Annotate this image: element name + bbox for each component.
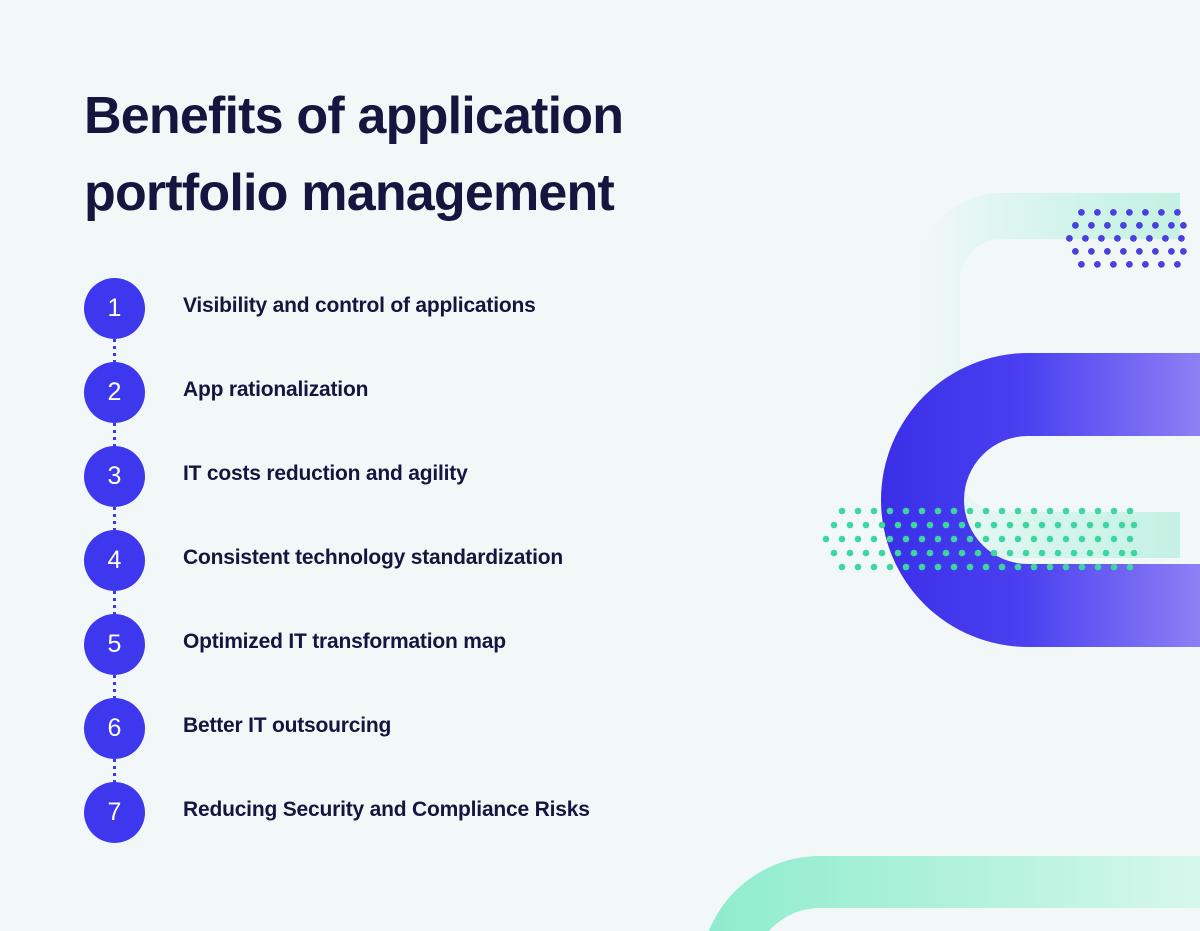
list-item: 4 Consistent technology standardization: [84, 530, 844, 614]
benefit-label: Visibility and control of applications: [183, 294, 536, 317]
list-item: 3 IT costs reduction and agility: [84, 446, 844, 530]
benefit-number-badge: 3: [84, 446, 145, 507]
list-item: 1 Visibility and control of applications: [84, 278, 844, 362]
dotted-connector-icon: [113, 591, 116, 614]
benefit-number-badge: 1: [84, 278, 145, 339]
page-title-line-1: Benefits of application: [84, 87, 624, 145]
list-item: 2 App rationalization: [84, 362, 844, 446]
benefit-number-badge: 2: [84, 362, 145, 423]
benefit-number-badge: 6: [84, 698, 145, 759]
benefit-label: Consistent technology standardization: [183, 546, 563, 569]
dotted-connector-icon: [113, 759, 116, 782]
page-title-line-2: portfolio management: [84, 163, 615, 222]
list-item: 6 Better IT outsourcing: [84, 698, 844, 782]
dotted-connector-icon: [113, 507, 116, 530]
benefit-label: Optimized IT transformation map: [183, 630, 506, 653]
page-title: Benefits of application portfolio managem…: [84, 78, 724, 232]
benefit-number-badge: 5: [84, 614, 145, 675]
benefit-label: App rationalization: [183, 378, 369, 401]
benefit-number-badge: 7: [84, 782, 145, 843]
dotted-connector-icon: [113, 339, 116, 362]
dotted-connector-icon: [113, 675, 116, 698]
dotted-connector-icon: [113, 423, 116, 446]
list-item: 7 Reducing Security and Compliance Risks: [84, 782, 844, 866]
benefit-label: Reducing Security and Compliance Risks: [183, 798, 590, 821]
benefit-label: Better IT outsourcing: [183, 714, 392, 737]
benefit-number-badge: 4: [84, 530, 145, 591]
list-item: 5 Optimized IT transformation map: [84, 614, 844, 698]
benefits-list: 1 Visibility and control of applications…: [84, 278, 844, 866]
benefit-label: IT costs reduction and agility: [183, 462, 468, 485]
